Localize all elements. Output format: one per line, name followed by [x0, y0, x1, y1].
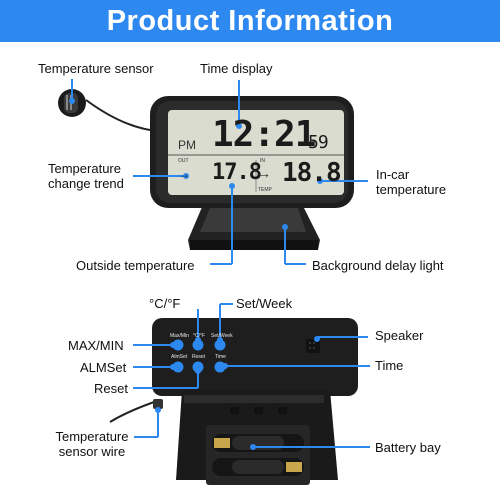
- button-label-c-f: °C/°F: [193, 333, 206, 339]
- label-max-min: MAX/MIN: [68, 338, 124, 353]
- label-background-delay-light: Background delay light: [312, 258, 444, 273]
- trend-arrow-center-icon: →: [257, 165, 271, 181]
- button-label-time: Time: [215, 354, 226, 360]
- label-celsius-fahrenheit: °C/°F: [149, 296, 181, 311]
- device-back: [152, 318, 358, 396]
- banner-title: Product Information: [0, 0, 500, 42]
- lcd-in-label: IN: [260, 158, 265, 164]
- button-label-max-min: Max/Min: [170, 333, 189, 339]
- label-alm-set: ALMSet: [80, 360, 127, 375]
- label-temperature-sensor-wire: Temperature sensor wire: [55, 429, 129, 459]
- lcd-outside-temp: 17.8: [212, 160, 262, 185]
- button-label-set-week: Set/Week: [211, 333, 233, 339]
- lcd-period: PM: [178, 138, 196, 152]
- lcd-seconds: 59: [308, 132, 329, 153]
- lcd-time: 12:21: [212, 114, 316, 155]
- label-temperature-sensor: Temperature sensor: [38, 61, 154, 76]
- label-temperature-change-trend: Temperature change trend: [48, 161, 124, 191]
- label-speaker: Speaker: [375, 328, 424, 343]
- label-time-display: Time display: [200, 61, 273, 76]
- label-in-car-temperature: In-car temperature: [376, 167, 447, 197]
- button-label-alm-set: AlmSet: [171, 354, 188, 360]
- lcd-screen: [168, 110, 344, 195]
- lcd-temp-label: TEMP: [258, 187, 272, 193]
- trend-arrow-icon: →: [178, 167, 190, 181]
- label-time: Time: [375, 358, 404, 373]
- lcd-out-label: OUT: [178, 158, 189, 164]
- button-label-reset: Reset: [192, 354, 206, 360]
- lcd-inside-temp: 18.8: [282, 158, 342, 188]
- label-battery-bay: Battery bay: [375, 440, 441, 455]
- label-set-week: Set/Week: [236, 296, 293, 311]
- label-outside-temperature: Outside temperature: [76, 258, 195, 273]
- label-reset: Reset: [94, 381, 128, 396]
